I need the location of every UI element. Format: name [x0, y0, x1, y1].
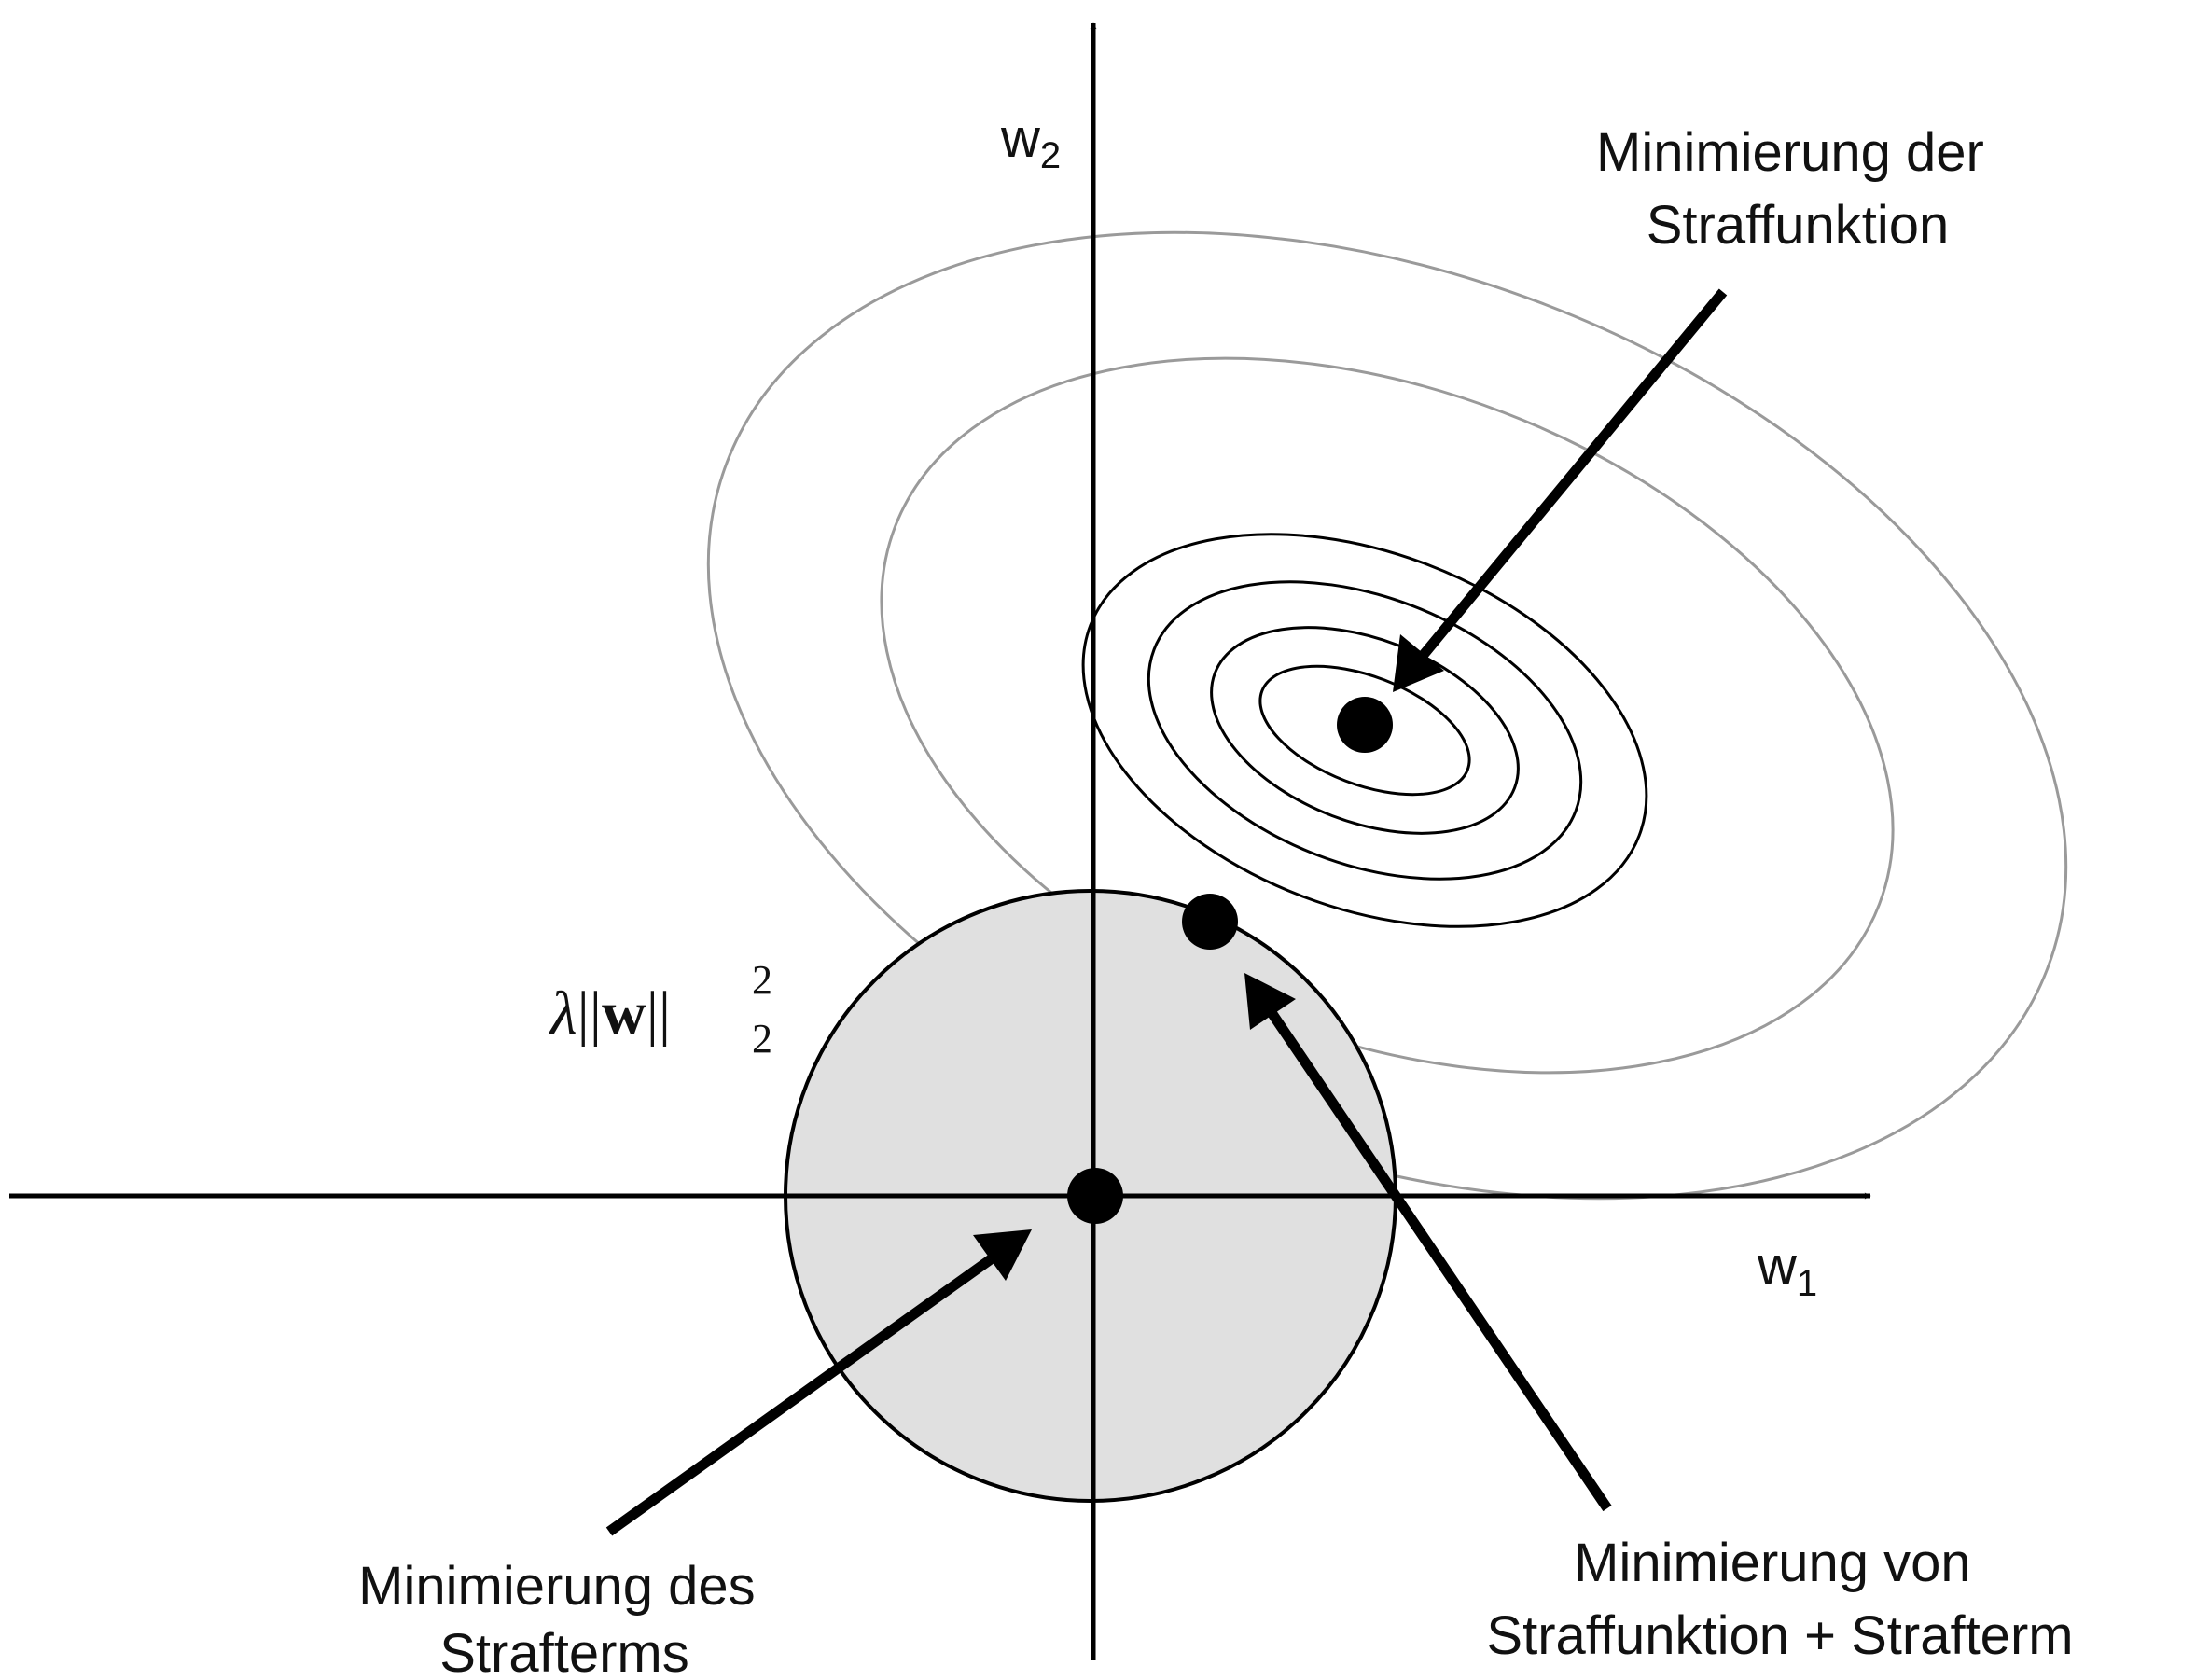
weight-vector: w [602, 979, 646, 1048]
cost-minimum-annotation: Minimierung der Straffunktion [1596, 122, 1999, 256]
penalty-minimum-line-1: Minimierung des [358, 1556, 756, 1617]
w1-subscript: 1 [1797, 1263, 1817, 1304]
penalty-term-label: λ||w|| [549, 979, 671, 1048]
combined-minimum-line-2: Straffunktion + Strafterm [1486, 1605, 2073, 1666]
cost-minimum-line-1: Minimierung der [1596, 122, 1984, 183]
w2-symbol: w [1000, 108, 1041, 169]
w2-axis-label: w2 [1000, 108, 1061, 176]
cost-contour-inner-2 [1147, 580, 1583, 881]
inner-contours [1081, 533, 1648, 928]
w1-symbol: w [1757, 1236, 1798, 1297]
arrow-combined-minimum [1244, 973, 1612, 1512]
norm-superscript: 2 [752, 957, 772, 1003]
lambda-symbol: λ [549, 979, 577, 1048]
norm-subscript: 2 [752, 1016, 772, 1062]
arrow-penalty-minimum [605, 1229, 1032, 1536]
cost-contour-inner-1 [1081, 533, 1648, 928]
cost-minimum-point [1337, 697, 1393, 753]
arrow-cost-minimum [1393, 288, 1728, 692]
penalty-minimum-line-2: Strafterms [439, 1623, 689, 1680]
origin-point [1067, 1168, 1123, 1224]
norm-close: || [646, 979, 671, 1048]
w1-axis-label: w1 [1757, 1236, 1817, 1304]
cost-contour-inner-3 [1210, 626, 1520, 835]
combined-minimum-annotation: Minimierung von Straffunktion + Strafter… [1486, 1533, 2073, 1666]
penalty-minimum-annotation: Minimierung des Strafterms [358, 1556, 771, 1680]
w2-subscript: 2 [1040, 135, 1061, 176]
cost-minimum-line-2: Straffunktion [1647, 195, 1950, 256]
combined-minimum-line-1: Minimierung von [1574, 1533, 1971, 1593]
combined-minimum-point [1182, 894, 1238, 950]
norm-open: || [577, 979, 602, 1048]
cost-contour-inner-4 [1258, 664, 1471, 797]
